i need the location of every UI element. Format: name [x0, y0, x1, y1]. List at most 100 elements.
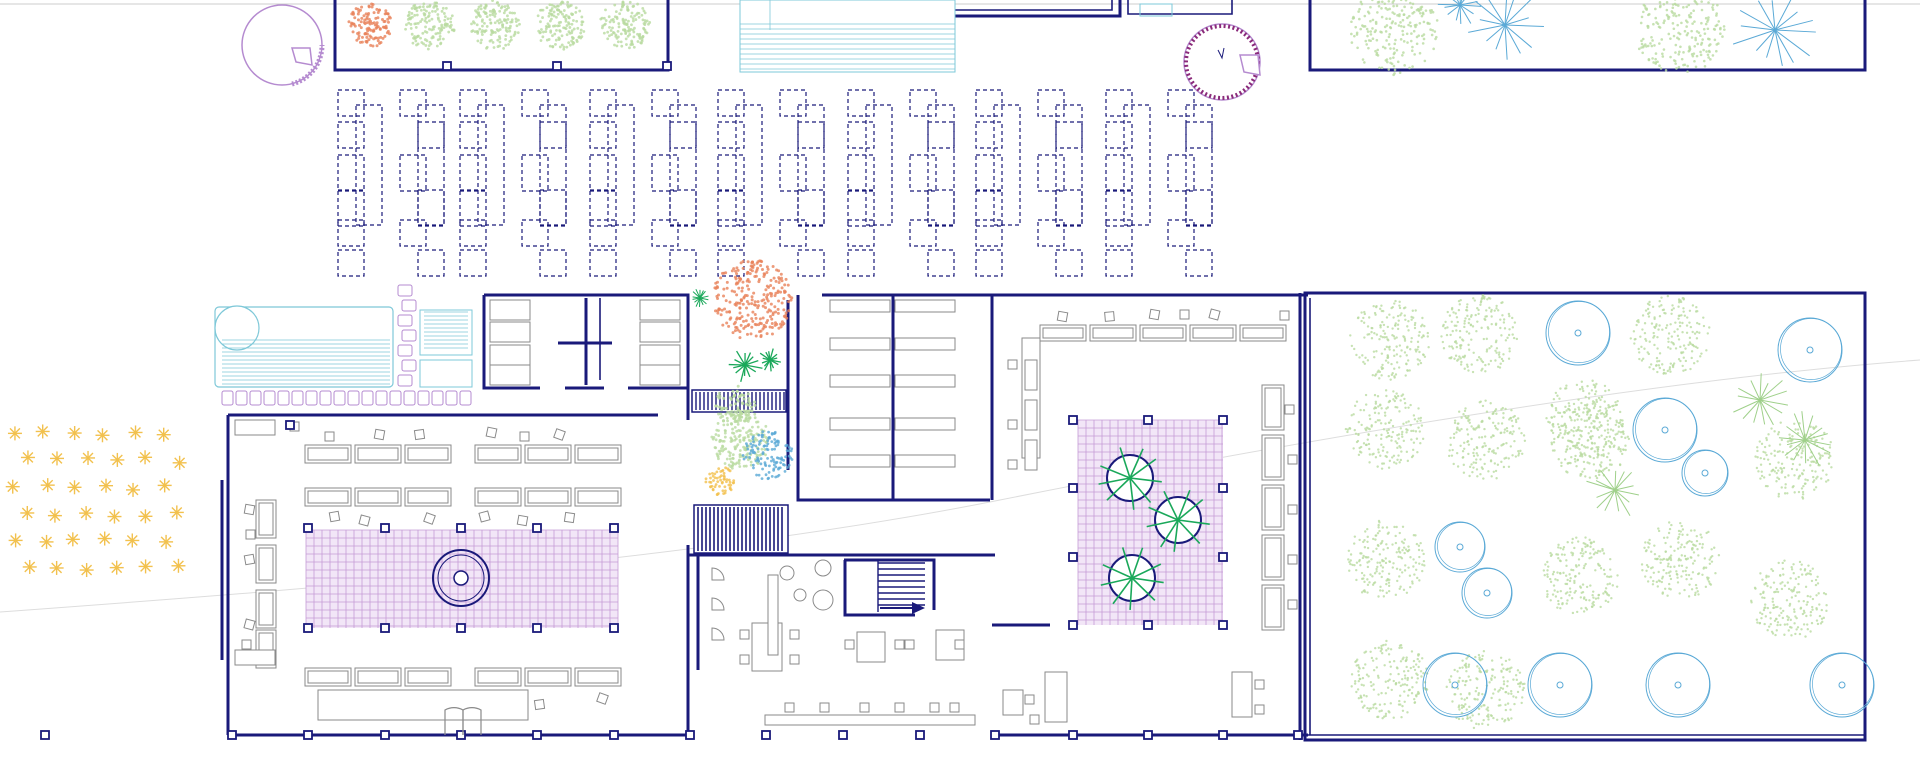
- table-icon: [234, 649, 276, 666]
- paving-stone: [305, 390, 318, 406]
- table-icon: [577, 490, 619, 504]
- shrub-icon: [1350, 0, 1439, 77]
- chair-icon: [894, 639, 905, 650]
- table-icon: [1092, 327, 1134, 339]
- flower-icon: [126, 482, 141, 497]
- chair-icon: [485, 426, 498, 439]
- table-icon: [258, 592, 274, 626]
- table-icon: [894, 299, 956, 313]
- flower-icon: [39, 534, 54, 549]
- shrub-icon: [704, 466, 736, 496]
- tree-canopy-icon: [1422, 300, 1875, 718]
- chair-icon: [241, 639, 252, 650]
- column: [285, 420, 295, 430]
- pool-left: [214, 305, 473, 388]
- column: [303, 523, 313, 533]
- entrance-door: [444, 706, 482, 735]
- chair-icon: [478, 510, 491, 523]
- table-icon: [1264, 587, 1282, 628]
- table-icon: [477, 670, 519, 684]
- paving-stone: [249, 390, 262, 406]
- chair-icon: [894, 702, 905, 713]
- column: [303, 623, 313, 633]
- flower-icon: [110, 452, 125, 467]
- chair-icon: [563, 511, 576, 524]
- table-icon: [764, 714, 976, 726]
- plant-icon: [728, 350, 763, 382]
- column: [838, 730, 848, 740]
- flower-icon: [79, 563, 94, 578]
- shrub-icon: [1754, 421, 1833, 500]
- flower-icon: [156, 427, 171, 442]
- flower-icon: [95, 428, 110, 443]
- flower-icon: [138, 450, 153, 465]
- paving-stone: [397, 344, 413, 357]
- plant-icon: [1733, 373, 1788, 426]
- plant-icon: [1778, 411, 1832, 466]
- chair-icon: [904, 639, 915, 650]
- column: [685, 730, 695, 740]
- table-icon: [1142, 327, 1184, 339]
- paving-stone: [389, 390, 402, 406]
- column: [1068, 620, 1078, 630]
- shrub-icon: [599, 0, 652, 50]
- shrub-icon: [404, 1, 456, 51]
- paving-stone: [361, 390, 374, 406]
- table-icon: [489, 364, 531, 386]
- table-icon: [829, 454, 891, 468]
- chair-icon: [1056, 310, 1069, 323]
- shrub-icon: [470, 0, 521, 50]
- flower-icon: [157, 478, 172, 493]
- round-feature-left: [241, 4, 325, 87]
- paving-stone: [319, 390, 332, 406]
- column: [532, 523, 542, 533]
- chair-icon: [1148, 308, 1161, 321]
- table-icon: [307, 670, 349, 684]
- flower-icon: [47, 508, 62, 523]
- chair-icon: [954, 639, 965, 650]
- paving-stone: [263, 390, 276, 406]
- flower-icon: [49, 560, 64, 575]
- table-icon: [258, 502, 274, 536]
- chair-icon: [1179, 309, 1190, 320]
- column: [1218, 483, 1228, 493]
- tree-canopy-icon: [1777, 317, 1843, 383]
- flower-icon: [99, 478, 114, 493]
- flower-icon: [169, 505, 184, 520]
- shrub-icon: [1640, 521, 1721, 598]
- top-pool: [739, 0, 1173, 73]
- shrub-icon: [713, 259, 794, 340]
- column: [1218, 730, 1228, 740]
- shrub-icon: [1347, 519, 1426, 598]
- table-icon: [1024, 399, 1038, 431]
- chair-icon: [844, 639, 855, 650]
- table-icon: [1264, 387, 1282, 428]
- table-icon: [767, 574, 779, 656]
- shrub-icon: [1344, 389, 1425, 470]
- furniture: [234, 299, 1298, 726]
- chair-icon: [516, 514, 529, 527]
- flower-icon: [138, 509, 153, 524]
- column: [609, 730, 619, 740]
- column: [1218, 415, 1228, 425]
- chair-icon: [1287, 454, 1298, 465]
- table-icon: [577, 670, 619, 684]
- table-icon: [829, 299, 891, 313]
- flower-icon: [172, 455, 187, 470]
- column: [380, 623, 390, 633]
- flower-icon: [128, 425, 143, 440]
- table-icon: [639, 364, 681, 386]
- table-icon: [829, 417, 891, 431]
- chair-icon: [1007, 459, 1018, 470]
- table-icon: [1242, 327, 1284, 339]
- chair-icon: [1254, 704, 1265, 715]
- chair-icon: [243, 503, 256, 516]
- palm-icon: [1098, 447, 1210, 610]
- flower-icon: [109, 560, 124, 575]
- table-icon: [829, 374, 891, 388]
- paving-stone: [291, 390, 304, 406]
- shrub-icon: [1542, 536, 1619, 615]
- tree-canopy-icon: [1645, 652, 1711, 718]
- table-icon: [407, 490, 449, 504]
- chair-icon: [859, 702, 870, 713]
